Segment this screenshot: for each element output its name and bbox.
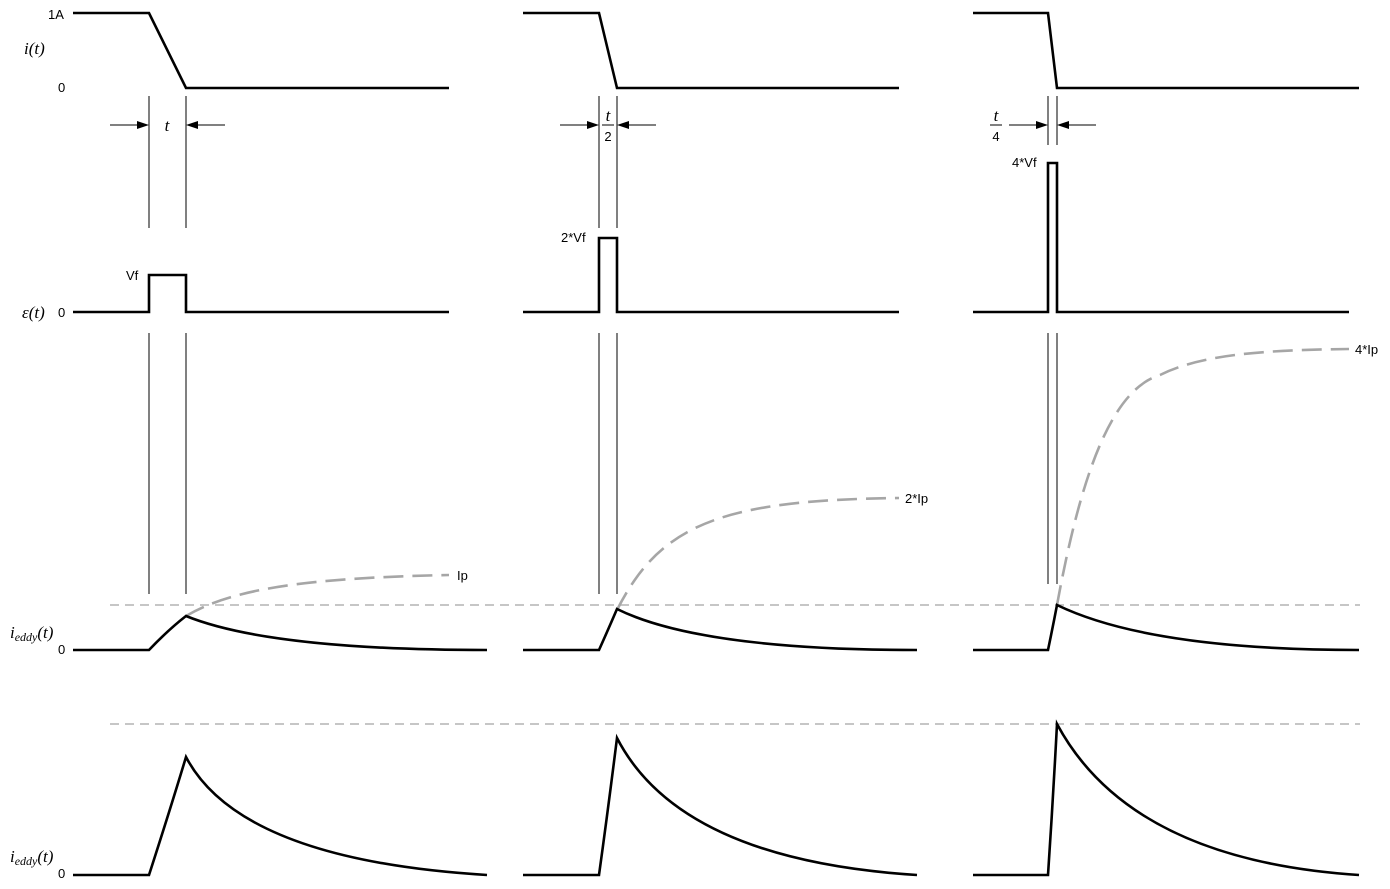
eddy-current-wave-3 [973,603,1360,652]
peak-current-curve-3 [1055,347,1350,606]
interval-denominator-2: 2 [604,129,611,144]
column-2: t 2 2*Vf 2*Ip [523,11,928,877]
current-level-1A: 1A [48,7,64,22]
eddy-current-label: ieddy(t) [10,623,54,644]
interval-label-1: t [165,116,171,135]
emf-signal-label: ε(t) [22,303,45,322]
interval-arrow-right-2 [617,121,656,129]
emf-pulse-wave-2 [523,236,899,314]
interval-arrow-left-3 [1009,121,1048,129]
peak-current-curve-2 [615,496,900,611]
interval-numerator-3: t [994,106,1000,125]
current-ramp-wave-3 [973,11,1359,90]
eddy-current-scaled-wave-1 [73,753,488,877]
emf-pulse-wave-1 [73,273,449,314]
column-1: t Vf Ip [73,11,488,877]
current-label-3: 4*Ip [1355,342,1378,357]
eddy-current-wave-1 [73,614,488,652]
emf-pulse-wave-3 [973,161,1349,314]
eddy-current-scaled-label: ieddy(t) [10,847,54,868]
current-ramp-wave-2 [523,11,899,90]
current-ramp-wave-1 [73,11,449,90]
interval-arrow-right-3 [1057,121,1096,129]
current-signal-label: i(t) [24,39,45,58]
interval-arrow-left-2 [560,121,599,129]
current-label-2: 2*Ip [905,491,928,506]
interval-arrow-right-1 [186,121,225,129]
peak-current-curve-1 [185,573,450,618]
column-3: t 4 4*Vf 4*Ip [973,11,1378,877]
interval-arrow-left-1 [110,121,149,129]
voltage-label-3: 4*Vf [1012,155,1037,170]
current-level-zero: 0 [58,80,65,95]
eddy-current-scaled-level-zero: 0 [58,866,65,881]
eddy-current-scaled-wave-3 [973,719,1360,877]
emf-level-zero: 0 [58,305,65,320]
voltage-label-1: Vf [126,268,139,283]
eddy-current-scaled-wave-2 [523,733,918,877]
interval-denominator-3: 4 [992,129,999,144]
interval-numerator-2: t [606,106,612,125]
eddy-current-wave-2 [523,607,918,652]
current-label-1: Ip [457,568,468,583]
voltage-label-2: 2*Vf [561,230,586,245]
eddy-current-level-zero: 0 [58,642,65,657]
